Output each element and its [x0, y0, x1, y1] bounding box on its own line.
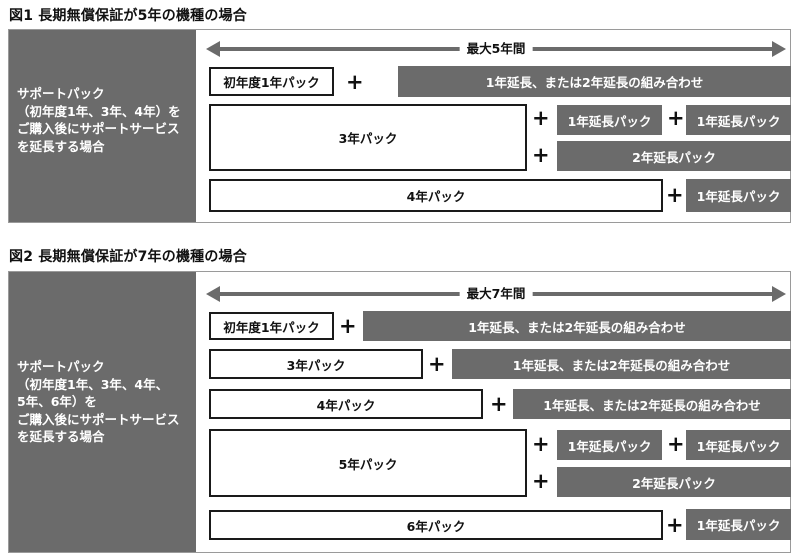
plus-icon: + — [532, 106, 550, 130]
plus-icon: + — [346, 70, 364, 94]
figure1-arrow-label: 最大5年間 — [459, 41, 533, 57]
figure2-extension-combo-1: 1年延長、または2年延長の組み合わせ — [363, 311, 791, 341]
figure2-side-line: 5年、6年）を — [17, 394, 97, 409]
figure2-one-year-ext-c: 1年延長パック — [686, 509, 791, 540]
plus-icon: + — [667, 106, 685, 130]
figure2-five-year-pack: 5年パック — [209, 429, 527, 497]
figure2-arrow-label: 最大7年間 — [459, 286, 533, 302]
figure2-side-line: サポートパック — [17, 359, 105, 374]
figure1-first-year-pack: 初年度1年パック — [209, 67, 334, 96]
figure1-side-line: ご購入後にサポートサービス — [17, 121, 180, 136]
figure1-side-line: を延長する場合 — [17, 138, 105, 154]
plus-icon: + — [490, 392, 508, 416]
figure1-one-year-ext-c: 1年延長パック — [686, 179, 791, 212]
plus-icon: + — [532, 432, 550, 456]
plus-icon: + — [339, 314, 357, 338]
plus-icon: + — [666, 183, 684, 207]
figure1-three-year-pack: 3年パック — [209, 104, 527, 171]
figure2-frame: サポートパック （初年度1年、3年、4年、 5年、6年）を ご購入後にサポートサ… — [8, 271, 791, 553]
figure2-one-year-ext-a: 1年延長パック — [557, 430, 662, 460]
plus-icon: + — [532, 469, 550, 493]
figure2-extension-combo-3: 1年延長、または2年延長の組み合わせ — [452, 349, 791, 379]
figure1-side-text: サポートパック （初年度1年、3年、4年）を ご購入後にサポートサービス を延長… — [17, 85, 181, 155]
figure2-first-year-pack: 初年度1年パック — [209, 312, 334, 340]
figure1-frame: サポートパック （初年度1年、3年、4年）を ご購入後にサポートサービス を延長… — [8, 29, 791, 223]
figure2-four-year-pack: 4年パック — [209, 389, 483, 419]
plus-icon: + — [428, 352, 446, 376]
plus-icon: + — [666, 513, 684, 537]
figure1-one-year-ext-b: 1年延長パック — [686, 105, 791, 135]
figure1-title: 図1 長期無償保証が5年の機種の場合 — [9, 8, 247, 24]
figure2-side-line: を延長する場合 — [17, 429, 105, 444]
figure1-side-line: （初年度1年、3年、4年）を — [17, 103, 181, 119]
figure1-side-line: サポートパック — [17, 86, 105, 101]
figure2-two-year-ext: 2年延長パック — [557, 467, 791, 497]
figure1-extension-combo: 1年延長、または2年延長の組み合わせ — [398, 66, 791, 97]
figure1-one-year-ext-a: 1年延長パック — [557, 105, 662, 135]
figure2-side-text: サポートパック （初年度1年、3年、4年、 5年、6年）を ご購入後にサポートサ… — [17, 358, 180, 446]
figure1-two-year-ext: 2年延長パック — [557, 141, 791, 171]
figure2-content: 最大7年間 初年度1年パック + 1年延長、または2年延長の組み合わせ 3年パッ… — [196, 272, 791, 552]
figure1-content: 最大5年間 初年度1年パック + 1年延長、または2年延長の組み合わせ 3年パッ… — [196, 30, 791, 222]
figure2-title: 図2 長期無償保証が7年の機種の場合 — [9, 249, 247, 265]
figure1-four-year-pack: 4年パック — [209, 179, 663, 212]
figure2-side-panel: サポートパック （初年度1年、3年、4年、 5年、6年）を ご購入後にサポートサ… — [9, 272, 196, 552]
plus-icon: + — [532, 143, 550, 167]
figure1-side-panel: サポートパック （初年度1年、3年、4年）を ご購入後にサポートサービス を延長… — [9, 30, 196, 222]
figure2-side-line: （初年度1年、3年、4年、 — [17, 376, 169, 392]
figure2-six-year-pack: 6年パック — [209, 510, 663, 540]
figure2-one-year-ext-b: 1年延長パック — [686, 430, 791, 460]
figure2-extension-combo-4: 1年延長、または2年延長の組み合わせ — [513, 389, 791, 419]
plus-icon: + — [667, 432, 685, 456]
figure2-side-line: ご購入後にサポートサービス — [17, 411, 180, 427]
figure2-three-year-pack: 3年パック — [209, 349, 423, 379]
